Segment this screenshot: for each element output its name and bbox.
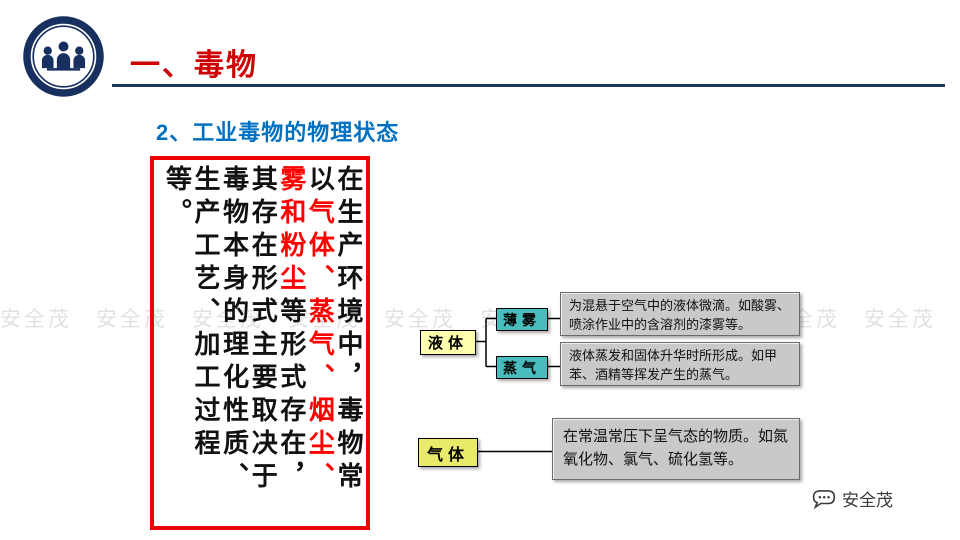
gas-desc-box: 在常温常压下呈气态的物质。如氮氧化物、氯气、硫化氢等。: [552, 418, 800, 480]
vapor-desc-box: 液体蒸发和固体升华时所形成。如甲苯、酒精等挥发产生的蒸气。: [560, 342, 800, 386]
section-subtitle: 2、工业毒物的物理状态: [156, 120, 400, 145]
intro-text-part2: 等形式存在，其存在形式主要取决于毒物本身的理化性质、生产工艺、加工过程等。: [162, 165, 307, 495]
mist-desc-box: 为混悬于空气中的液体微滴。如酸雾、喷涂作业中的含溶剂的漆雾等。: [560, 292, 800, 336]
brand-name: 安全茂: [842, 491, 893, 510]
intro-text-box: 在生产环境中，毒物常以气体、蒸气、烟尘、雾和粉尘等形式存在，其存在形式主要取决于…: [150, 156, 370, 530]
watermark-text: 安全茂 安全茂 安全茂 安全茂 安全茂 安全茂 安全茂 安全茂 安全茂 安全茂: [0, 308, 936, 331]
header-divider: [112, 84, 945, 87]
liquid-node: 液体: [420, 330, 476, 355]
gas-node: 气体: [418, 438, 478, 467]
page-title: 一、毒物: [130, 49, 258, 82]
intro-text-part1: 在生产环境中，毒物常以: [305, 165, 364, 495]
intro-text-highlight: 气体、蒸气、烟尘、雾和粉尘: [276, 165, 336, 495]
mist-node: 薄雾: [496, 308, 548, 331]
vapor-node: 蒸气: [496, 356, 548, 379]
chat-bubble-icon: [812, 489, 836, 509]
brand-footer: 安全茂: [810, 486, 893, 511]
people-logo-icon: [23, 16, 104, 97]
